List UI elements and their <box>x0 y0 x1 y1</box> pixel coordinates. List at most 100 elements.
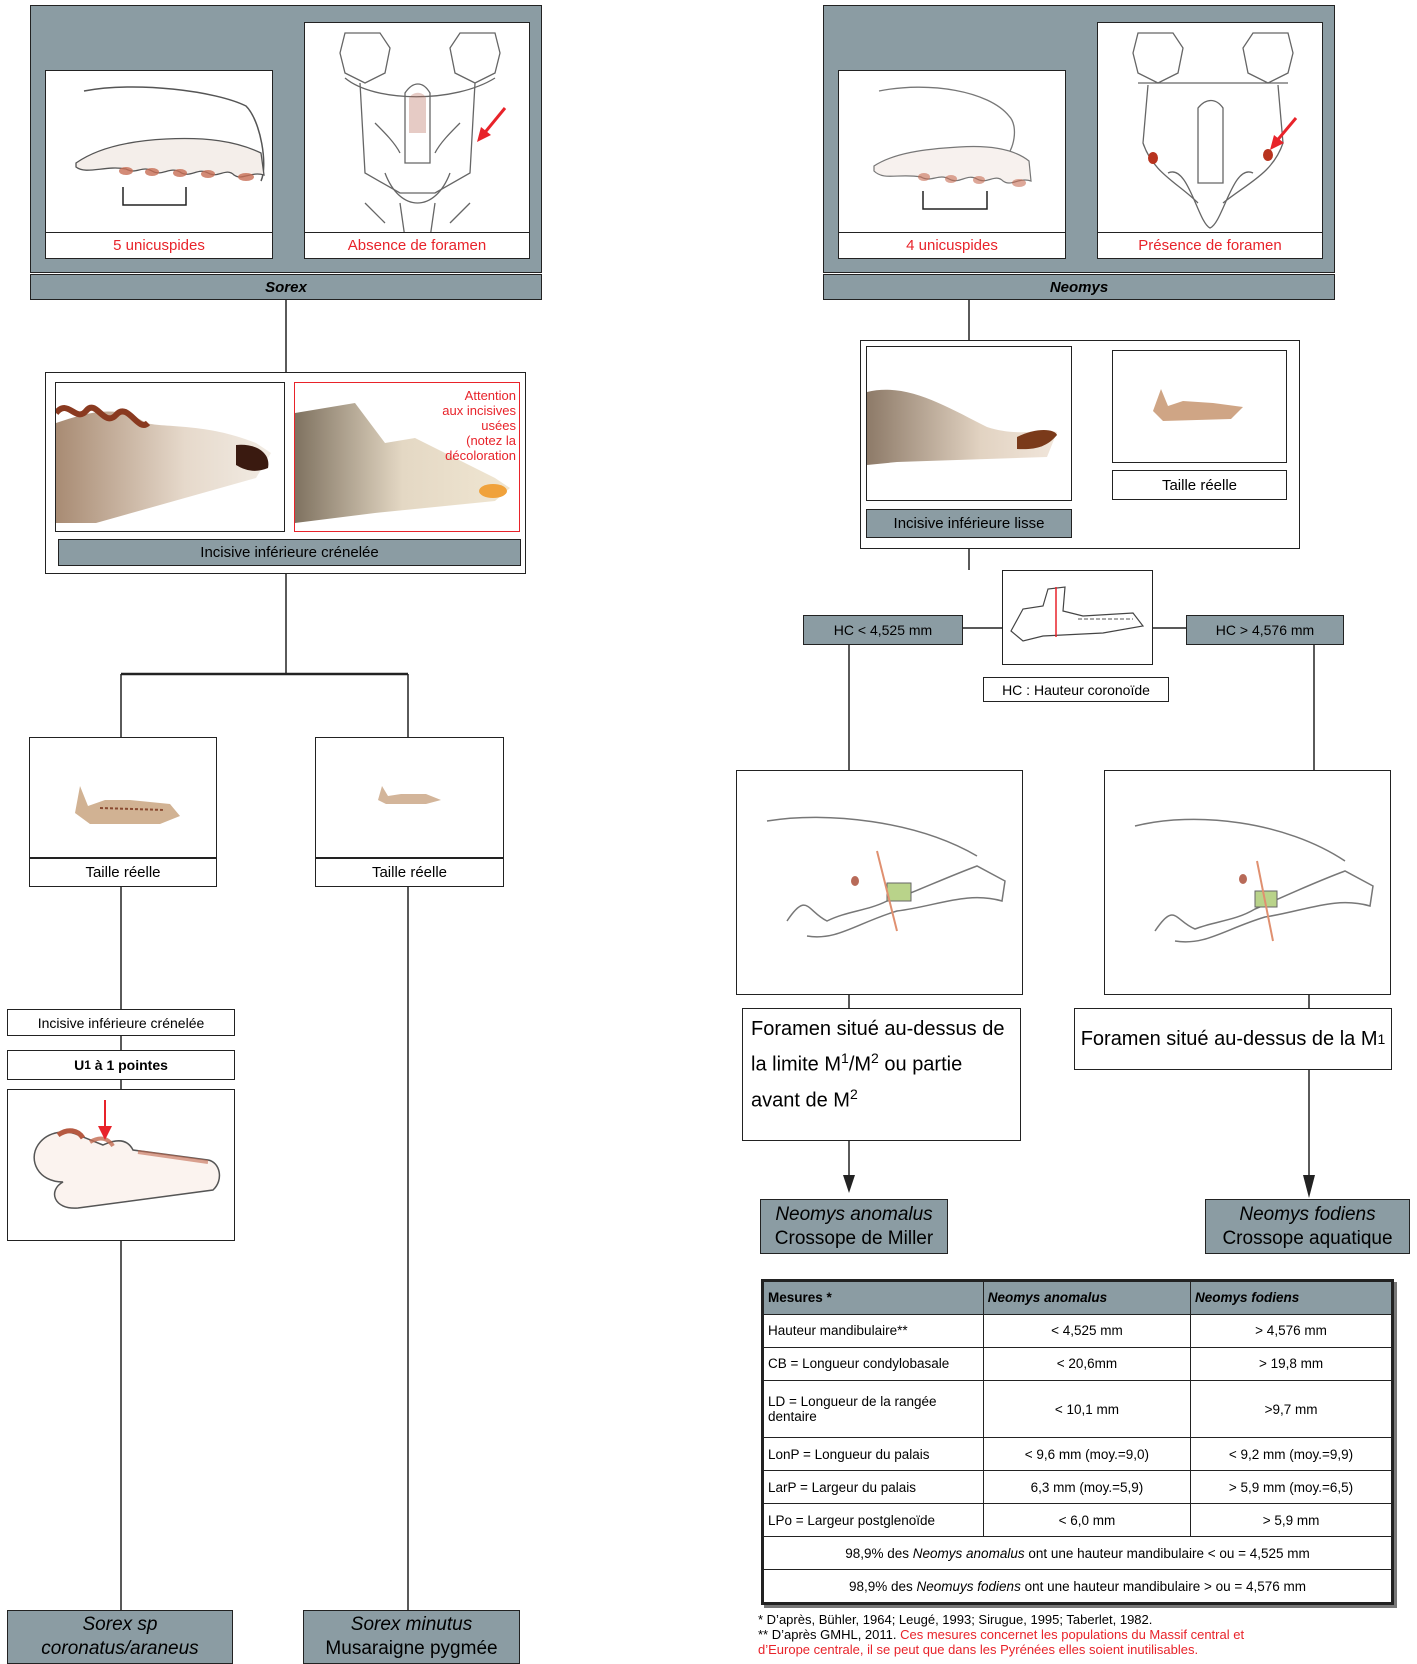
species-sorex-sp: Sorex sp coronatus/araneus <box>7 1610 233 1664</box>
neomys-foramen-label: Présence de foramen <box>1097 232 1323 259</box>
note-species: Neomys anomalus <box>912 1545 1025 1561</box>
footnote-1: * D’après, Bühler, 1964; Leugé, 1993; Si… <box>758 1612 1153 1627</box>
mandible-detail-icon <box>766 816 1006 938</box>
table-cell: LonP = Longueur du palais <box>763 1437 984 1472</box>
criterion-left-text-4: ou partie <box>878 1053 963 1076</box>
species-neomys-anomalus-common: Crossope de Miller <box>774 1227 934 1249</box>
hc-mandible-image <box>1002 570 1153 665</box>
neomys-realsize-image <box>1112 350 1287 463</box>
u1-suffix: à 1 pointes <box>90 1057 168 1073</box>
table-row: LPo = Largeur postglenoïde < 6,0 mm > 5,… <box>763 1503 1392 1538</box>
species-sorex-minutus-common: Musaraigne pygmée <box>325 1638 498 1659</box>
species-neomys-fodiens: Neomys fodiens Crossope aquatique <box>1205 1199 1410 1254</box>
sorex-incisor-photo <box>55 382 285 532</box>
species-sorex-minutus: Sorex minutus Musaraigne pygmée <box>303 1610 520 1664</box>
table-note-cell: 98,9% des Neomys anomalus ont une hauteu… <box>763 1536 1392 1571</box>
measurements-table: Mesures * Neomys anomalus Neomys fodiens… <box>761 1279 1394 1605</box>
mandible-tiny-icon <box>378 786 441 804</box>
species-neomys-fodiens-common: Crossope aquatique <box>1222 1227 1393 1249</box>
sorex-unicuspids-label: 5 unicuspides <box>45 232 273 259</box>
neomys-incisor-caption: Incisive inférieure lisse <box>866 509 1072 538</box>
neomys-unicuspids-label: 4 unicuspides <box>838 232 1066 259</box>
table-cell: < 4,525 mm <box>982 1313 1192 1348</box>
sorex-foramen-image <box>304 22 530 245</box>
skull-drawing-icon <box>1132 32 1298 229</box>
u1-letter: U <box>74 1057 85 1073</box>
table-row: Hauteur mandibulaire** < 4,525 mm > 4,57… <box>763 1313 1392 1348</box>
warning-line-2: aux incisives usées <box>442 403 516 433</box>
criterion-left-text-2: la limite M <box>751 1053 842 1076</box>
neomys-unicuspids-image <box>838 70 1066 245</box>
criterion-left-sup-2: 2 <box>871 1050 879 1066</box>
skull-drawing-icon <box>339 32 507 239</box>
species-sorex-sp-line1: Sorex sp <box>82 1614 158 1635</box>
species-neomys-anomalus: Neomys anomalus Crossope de Miller <box>760 1199 948 1254</box>
neomys-realsize-label: Taille réelle <box>1112 470 1287 500</box>
table-cell: < 20,6mm <box>982 1346 1192 1381</box>
criterion-left-text-1: Foramen situé au-dessus de <box>751 1018 1005 1040</box>
incisor-photo-icon <box>56 404 271 523</box>
u1-subscript: 1 <box>84 1058 91 1072</box>
u1-drawing-image <box>7 1089 235 1241</box>
table-cell: < 6,0 mm <box>982 1503 1192 1538</box>
sorex-worn-incisor-photo <box>294 382 520 532</box>
note-text: 98,9% des <box>845 1545 913 1561</box>
table-cell: LPo = Largeur postglenoïde <box>763 1503 984 1538</box>
sorex-incisor-caption: Incisive inférieure crénelée <box>58 539 521 566</box>
note-species: Neomuys fodiens <box>916 1578 1021 1594</box>
criterion-left-sup-3: 2 <box>849 1085 858 1102</box>
foramen-left-criterion: Foramen situé au-dessus de la limite M1/… <box>742 1008 1021 1141</box>
table-cell: > 5,9 mm (moy.=6,5) <box>1190 1470 1392 1505</box>
jaw-drawing-icon <box>75 86 265 206</box>
table-header-cell: Neomys fodiens <box>1190 1281 1392 1315</box>
neomys-right-mandible-image <box>1104 770 1391 995</box>
table-cell: < 10,1 mm <box>982 1379 1192 1439</box>
criterion-left-sup-1: 1 <box>841 1050 849 1066</box>
table-cell: < 9,6 mm (moy.=9,0) <box>982 1437 1192 1472</box>
neomys-left-mandible-image <box>736 770 1023 995</box>
footnotes: * D’après, Bühler, 1964; Leugé, 1993; Si… <box>758 1612 1398 1657</box>
worn-incisor-photo-icon <box>295 403 510 523</box>
warning-line-1: Attention <box>464 388 516 403</box>
table-row: LarP = Largeur du palais 6,3 mm (moy.=5,… <box>763 1470 1392 1505</box>
hc-low-label: HC < 4,525 mm <box>803 615 963 645</box>
species-neomys-fodiens-sci: Neomys fodiens <box>1239 1203 1376 1225</box>
incisor-photo-icon <box>867 389 1057 465</box>
sorex-realsize-a-image <box>29 737 217 858</box>
neomys-incisor-photo <box>866 346 1072 501</box>
table-header-row: Mesures * Neomys anomalus Neomys fodiens <box>763 1281 1392 1315</box>
genus-sorex-bar: Sorex <box>30 274 542 300</box>
table-note-row: 98,9% des Neomuys fodiens ont une hauteu… <box>763 1569 1392 1603</box>
table-cell: CB = Longueur condylobasale <box>763 1346 984 1381</box>
sorex-realsize-b-image <box>315 737 504 858</box>
table-cell: 6,3 mm (moy.=5,9) <box>982 1470 1192 1505</box>
table-row: CB = Longueur condylobasale < 20,6mm > 1… <box>763 1346 1392 1381</box>
species-sorex-minutus-sci: Sorex minutus <box>350 1614 473 1635</box>
warning-line-3: (notez la décoloration <box>445 433 516 463</box>
mandible-detail-icon <box>1134 818 1374 943</box>
table-note-row: 98,9% des Neomys anomalus ont une hauteu… <box>763 1536 1392 1571</box>
table-cell: LarP = Largeur du palais <box>763 1470 984 1505</box>
note-text: ont une hauteur mandibulaire > ou = 4,57… <box>1020 1578 1307 1594</box>
jaw-drawing-icon <box>873 86 1032 210</box>
footnote-2-warning-a: Ces mesures concernet les populations du… <box>900 1627 1245 1642</box>
sorex-realsize-a-label: Taille réelle <box>29 858 217 887</box>
sorex-unicuspids-image <box>45 70 273 245</box>
genus-neomys-bar: Neomys <box>823 274 1335 300</box>
note-text: 98,9% des <box>848 1578 917 1594</box>
hc-legend-label: HC : Hauteur coronoïde <box>983 677 1169 702</box>
sorex-incisor-label-2: Incisive inférieure crénelée <box>7 1009 235 1036</box>
criterion-left-text-3: /M <box>848 1053 872 1076</box>
mandible-small-icon <box>75 786 180 824</box>
table-row: LonP = Longueur du palais < 9,6 mm (moy.… <box>763 1437 1392 1472</box>
sorex-foramen-label: Absence de foramen <box>304 232 530 259</box>
table-cell: < 9,2 mm (moy.=9,9) <box>1190 1437 1392 1472</box>
criterion-right-sup: 1 <box>1377 1031 1386 1047</box>
sorex-realsize-b-label: Taille réelle <box>315 858 504 887</box>
table-cell: > 19,8 mm <box>1190 1346 1392 1381</box>
mandible-small-icon <box>1153 389 1243 421</box>
table-cell: > 5,9 mm <box>1190 1503 1392 1538</box>
note-text: ont une hauteur mandibulaire < ou = 4,52… <box>1024 1545 1310 1561</box>
